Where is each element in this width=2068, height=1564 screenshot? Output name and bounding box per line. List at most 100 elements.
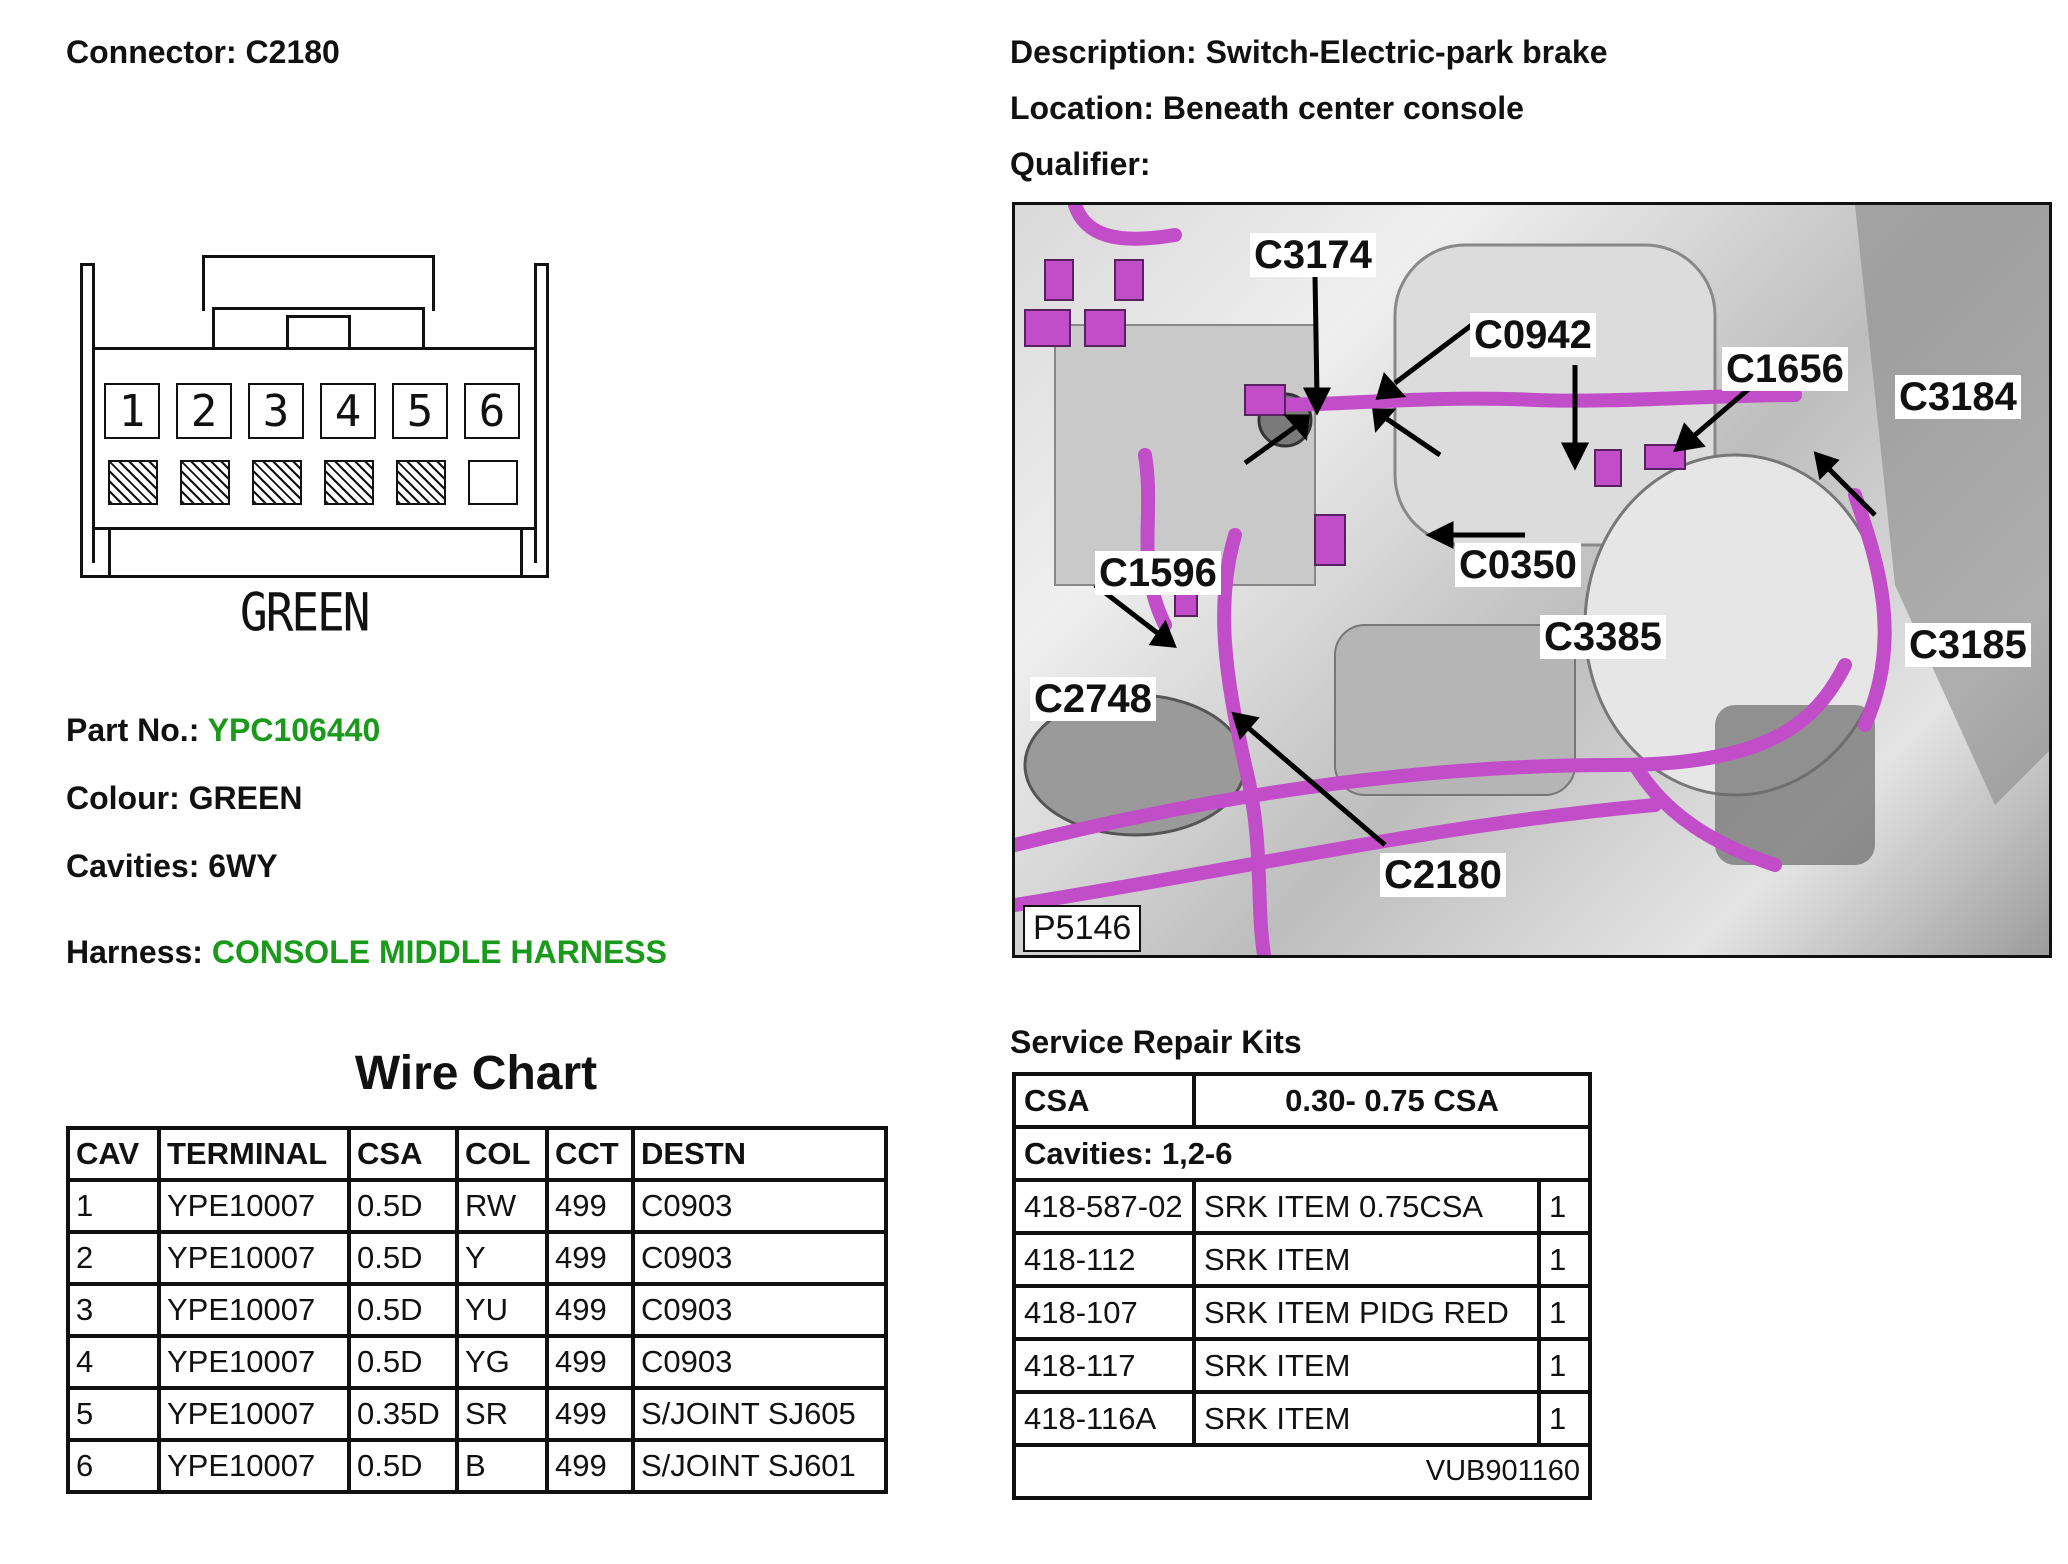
callout-c3174: C3174	[1250, 233, 1376, 277]
callout-c3185: C3185	[1905, 623, 2031, 667]
kit-description: SRK ITEM	[1192, 1231, 1541, 1288]
csa-row: CSA 0.30- 0.75 CSA	[1012, 1072, 1592, 1129]
pin-3-label: 3	[248, 383, 304, 439]
table-row: 4 YPE10007 0.5D YG 499 C0903	[66, 1334, 888, 1390]
csa-value: 0.30- 0.75 CSA	[1192, 1072, 1592, 1129]
csa-label: CSA	[1012, 1072, 1196, 1129]
column-header: TERMINAL	[157, 1126, 351, 1182]
kit-part-number: 418-587-02	[1012, 1178, 1196, 1235]
cell-csa: 0.5D	[347, 1438, 459, 1494]
component-location-image: C3174 C0942 C1656 C3184 C1596 C0350 C338…	[1012, 202, 2052, 958]
wire-chart-title: Wire Chart	[354, 1047, 598, 1100]
cell-csa: 0.5D	[347, 1282, 459, 1338]
cell-csa: 0.5D	[347, 1334, 459, 1390]
cell-destn: C0903	[631, 1334, 888, 1390]
cell-cct: 499	[545, 1230, 635, 1286]
table-row: 418-587-02 SRK ITEM 0.75CSA 1	[1012, 1178, 1592, 1235]
harness-link[interactable]: CONSOLE MIDDLE HARNESS	[211, 934, 667, 970]
kit-quantity: 1	[1537, 1178, 1592, 1235]
kit-footer-code: VUB901160	[1012, 1443, 1592, 1500]
cell-destn: S/JOINT SJ605	[631, 1386, 888, 1442]
callout-c2748: C2748	[1030, 677, 1156, 721]
kit-description: SRK ITEM	[1192, 1337, 1541, 1394]
table-row: 418-107 SRK ITEM PIDG RED 1	[1012, 1284, 1592, 1341]
table-row: 418-116A SRK ITEM 1	[1012, 1390, 1592, 1447]
cavity-6-empty	[468, 460, 518, 505]
cell-cav: 3	[66, 1282, 161, 1338]
cell-destn: C0903	[631, 1230, 888, 1286]
cell-terminal: YPE10007	[157, 1438, 351, 1494]
cell-col: RW	[455, 1178, 549, 1234]
connector-id: C2180	[245, 34, 340, 70]
cavity-2-populated	[180, 460, 230, 505]
cell-destn: C0903	[631, 1282, 888, 1338]
kit-description: SRK ITEM	[1192, 1390, 1541, 1447]
callout-c1656: C1656	[1722, 347, 1848, 391]
cell-destn: C0903	[631, 1178, 888, 1234]
cavity-5-populated	[396, 460, 446, 505]
wire-chart-table: CAV TERMINAL CSA COL CCT DESTN 1 YPE1000…	[66, 1126, 888, 1494]
kit-description: SRK ITEM PIDG RED	[1192, 1284, 1541, 1341]
callout-c0350: C0350	[1455, 543, 1581, 587]
cell-cct: 499	[545, 1334, 635, 1390]
column-header: CSA	[347, 1126, 459, 1182]
cell-cct: 499	[545, 1282, 635, 1338]
cell-terminal: YPE10007	[157, 1230, 351, 1286]
cell-cct: 499	[545, 1386, 635, 1442]
qualifier-line: Qualifier:	[1010, 146, 1151, 182]
cell-col: YU	[455, 1282, 549, 1338]
callout-c3385: C3385	[1540, 615, 1666, 659]
part-number-link[interactable]: YPC106440	[207, 712, 381, 748]
cell-terminal: YPE10007	[157, 1386, 351, 1442]
part-number-line: Part No.: YPC106440	[66, 712, 381, 748]
cell-csa: 0.35D	[347, 1386, 459, 1442]
cell-cct: 499	[545, 1178, 635, 1234]
callout-c2180: C2180	[1380, 853, 1506, 897]
cavity-3-populated	[252, 460, 302, 505]
pin-4-label: 4	[320, 383, 376, 439]
table-row: 1 YPE10007 0.5D RW 499 C0903	[66, 1178, 888, 1234]
callout-c3184: C3184	[1895, 375, 2021, 419]
cell-cav: 4	[66, 1334, 161, 1390]
kit-quantity: 1	[1537, 1390, 1592, 1447]
kit-quantity: 1	[1537, 1284, 1592, 1341]
pin-6-label: 6	[464, 383, 520, 439]
cell-col: SR	[455, 1386, 549, 1442]
callout-c1596: C1596	[1095, 551, 1221, 595]
kit-quantity: 1	[1537, 1231, 1592, 1288]
table-row: 6 YPE10007 0.5D B 499 S/JOINT SJ601	[66, 1438, 888, 1494]
harness-line: Harness: CONSOLE MIDDLE HARNESS	[66, 934, 667, 970]
cell-csa: 0.5D	[347, 1178, 459, 1234]
column-header: CCT	[545, 1126, 635, 1182]
cavities-row: Cavities: 1,2-6	[1012, 1125, 1592, 1182]
table-row: 3 YPE10007 0.5D YU 499 C0903	[66, 1282, 888, 1338]
connector-title: Connector: C2180	[66, 34, 340, 70]
cell-cav: 5	[66, 1386, 161, 1442]
cell-csa: 0.5D	[347, 1230, 459, 1286]
footer-row: VUB901160	[1012, 1443, 1592, 1500]
cell-col: B	[455, 1438, 549, 1494]
table-row: 2 YPE10007 0.5D Y 499 C0903	[66, 1230, 888, 1286]
connector-color-label: GREEN	[240, 580, 370, 644]
kit-part-number: 418-117	[1012, 1337, 1196, 1394]
kit-description: SRK ITEM 0.75CSA	[1192, 1178, 1541, 1235]
image-code-label: P5146	[1023, 905, 1142, 952]
column-header: DESTN	[631, 1126, 888, 1182]
kit-quantity: 1	[1537, 1337, 1592, 1394]
pin-1-label: 1	[104, 383, 160, 439]
cell-cav: 2	[66, 1230, 161, 1286]
cell-cav: 6	[66, 1438, 161, 1494]
cell-destn: S/JOINT SJ601	[631, 1438, 888, 1494]
connector-face-diagram: 1 2 3 4 5 6 GREEN	[80, 255, 560, 643]
table-row: 418-117 SRK ITEM 1	[1012, 1337, 1592, 1394]
pin-2-label: 2	[176, 383, 232, 439]
harness-illustration	[1015, 205, 2049, 955]
pin-5-label: 5	[392, 383, 448, 439]
wire-chart-header-row: CAV TERMINAL CSA COL CCT DESTN	[66, 1126, 888, 1182]
cell-cav: 1	[66, 1178, 161, 1234]
column-header: COL	[455, 1126, 549, 1182]
colour-line: Colour: GREEN	[66, 780, 303, 816]
cell-col: YG	[455, 1334, 549, 1390]
description-line: Description: Switch-Electric-park brake	[1010, 34, 1608, 70]
callout-c0942: C0942	[1470, 313, 1596, 357]
